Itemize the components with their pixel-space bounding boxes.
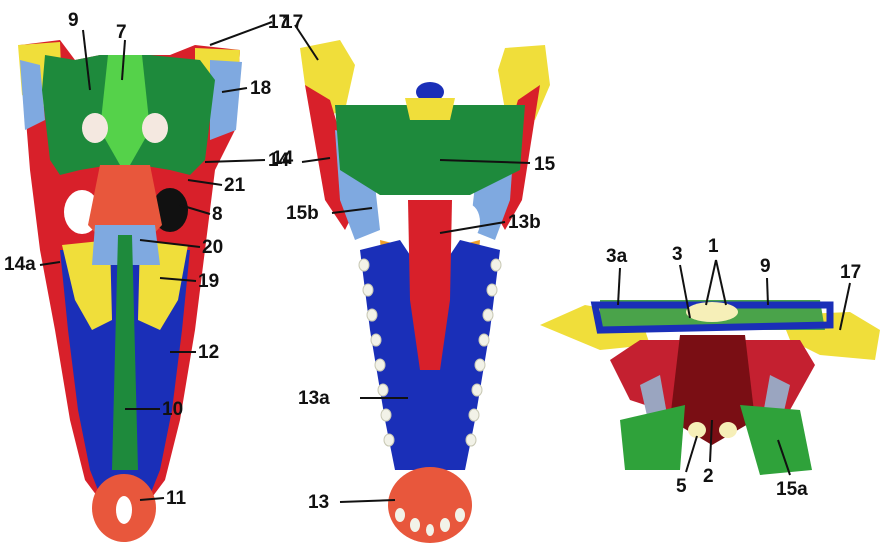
label-8: 8 [212, 204, 223, 225]
label-9-dorsal: 9 [68, 10, 79, 31]
label-10: 10 [162, 399, 183, 420]
label-20: 20 [202, 237, 223, 258]
label-3a: 3a [606, 246, 628, 267]
label-19: 19 [198, 271, 219, 292]
label-9-posterior: 9 [760, 256, 771, 277]
label-2: 2 [703, 466, 714, 487]
label-1: 1 [708, 236, 719, 257]
label-15b: 15b [286, 203, 319, 224]
label-17-ventral: 17 [282, 12, 303, 33]
label-12: 12 [198, 342, 219, 363]
label-7: 7 [116, 22, 127, 43]
label-21: 21 [224, 175, 246, 196]
label-13b: 13b [508, 212, 541, 233]
label-13: 13 [308, 492, 329, 513]
label-3: 3 [672, 244, 683, 265]
label-13a: 13a [298, 388, 330, 409]
label-14-ventral: 14 [272, 148, 294, 169]
label-5: 5 [676, 476, 687, 497]
label-17-posterior: 17 [840, 262, 861, 283]
label-11: 11 [166, 488, 187, 509]
label-18: 18 [250, 78, 271, 99]
ventral-view [300, 40, 550, 543]
label-15: 15 [534, 154, 556, 175]
label-15a: 15a [776, 479, 808, 500]
label-14a: 14a [4, 254, 36, 275]
